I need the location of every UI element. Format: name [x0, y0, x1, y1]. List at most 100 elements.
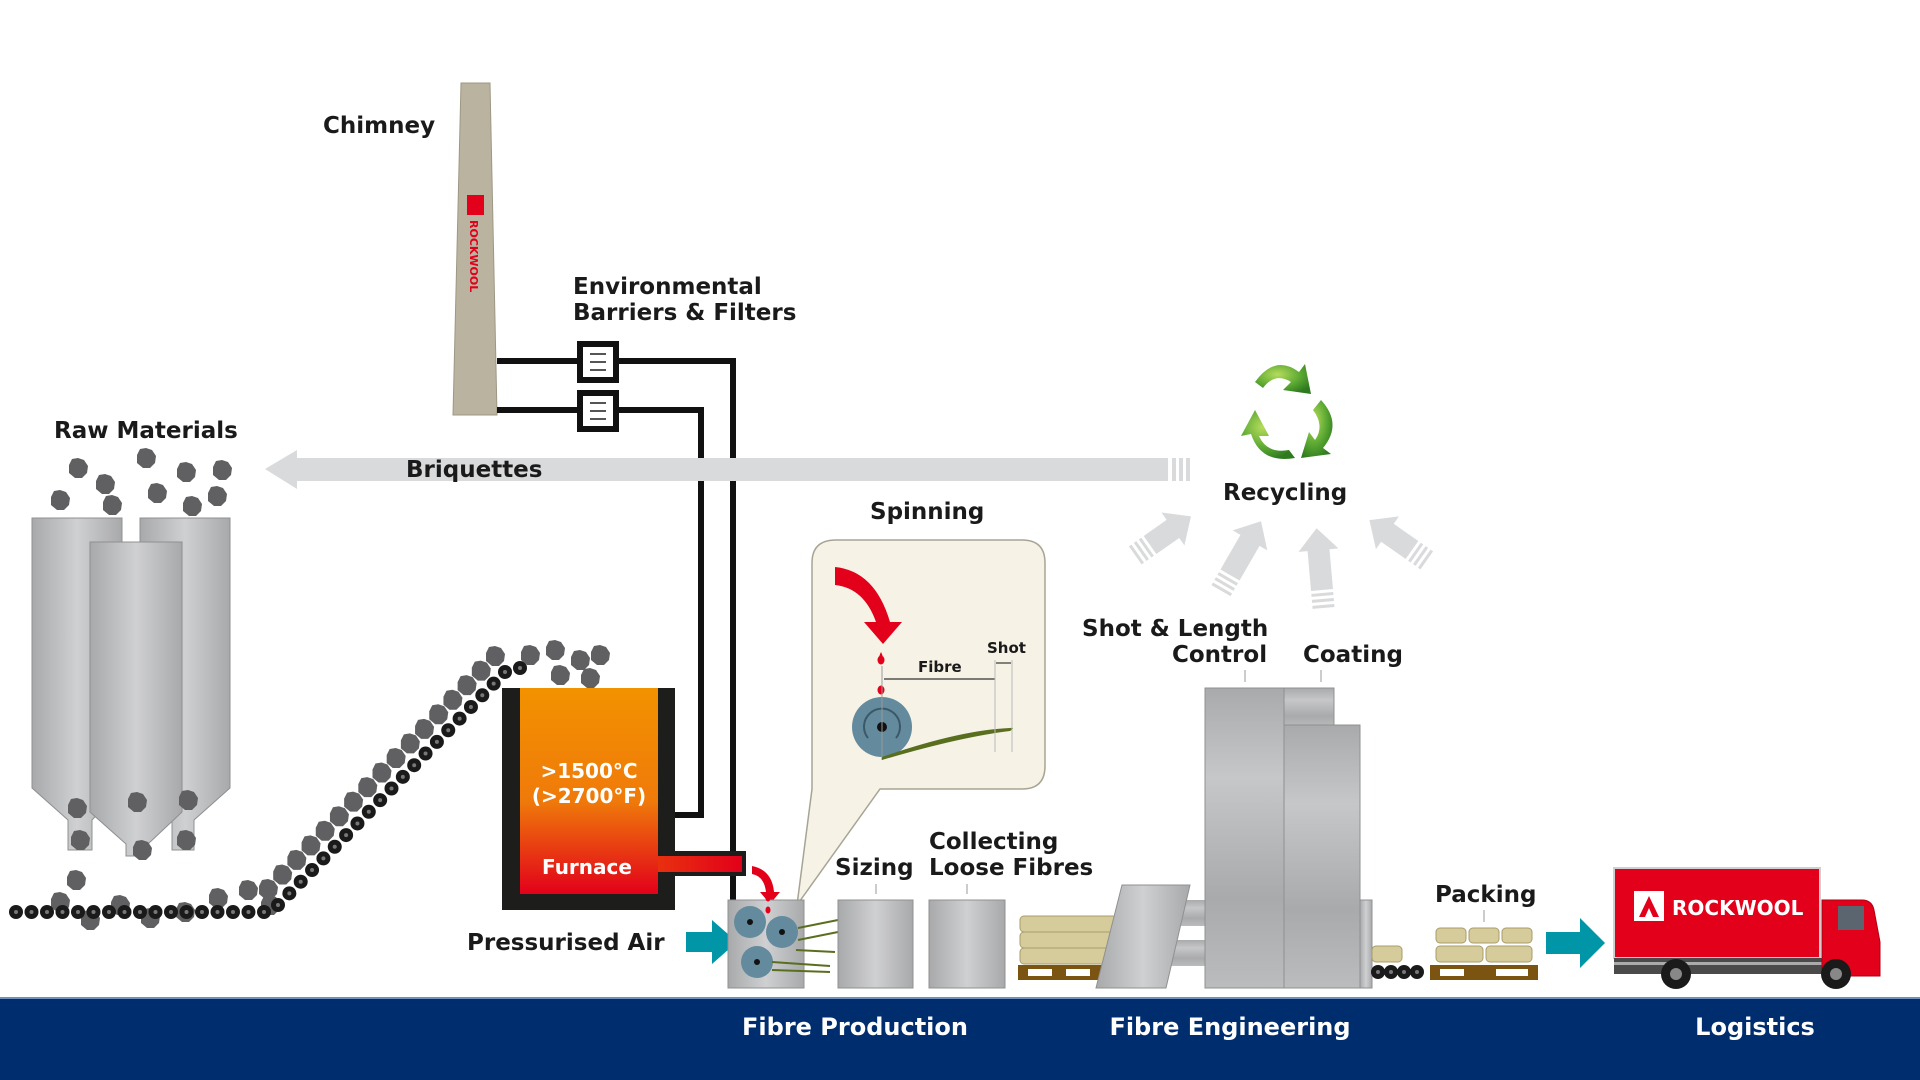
chimney: ROCKWOOL [452, 82, 498, 416]
conveyor-roller [71, 905, 85, 919]
sizing-machine [837, 899, 914, 989]
briquettes-label: Briquettes [406, 457, 542, 483]
conveyor-roller [395, 769, 410, 784]
conveyor-roller [475, 688, 490, 703]
conveyor-roller [133, 905, 147, 919]
conveyor-roller [86, 905, 101, 919]
conveyor-roller [282, 886, 297, 901]
spinner-machine [727, 894, 839, 989]
conveyor-rock [457, 675, 477, 696]
conveyor-roller [498, 665, 512, 679]
chimney-logo-icon [467, 195, 484, 215]
conveyor-rock [546, 640, 565, 660]
coating-label: Coating [1303, 642, 1403, 668]
collecting-label-line1: Collecting [929, 829, 1058, 855]
conveyor-roller [350, 816, 365, 831]
raw-materials-label: Raw Materials [54, 418, 238, 444]
conveyor-rock [386, 747, 406, 768]
conveyor-roller [9, 905, 23, 919]
shot-dimension-label: Shot [987, 639, 1026, 657]
conveyor-roller [210, 905, 225, 919]
conveyor-roller [1384, 965, 1398, 979]
shot-length-label-line1: Shot & Length [1082, 616, 1268, 642]
recycling-return-arrows [1128, 512, 1434, 609]
conveyor-rock [581, 668, 600, 688]
conveyor-rock [551, 665, 570, 685]
conveyor-rock [372, 762, 392, 783]
conveyor-roller [1397, 965, 1411, 979]
conveyor-roller [441, 723, 456, 738]
environmental-label-line1: Environmental [573, 274, 762, 300]
spinning-callout [796, 539, 1046, 906]
conveyor-roller [148, 905, 163, 919]
conveyor-roller [305, 863, 320, 878]
conveyor-rock [571, 650, 590, 670]
conveyor-rock [415, 718, 435, 739]
conveyor-rock [315, 820, 335, 841]
truck-logo-text: ROCKWOOL [1672, 896, 1804, 920]
pressurised-air-label: Pressurised Air [467, 930, 665, 956]
delivery-truck: ROCKWOOL [1613, 867, 1881, 989]
conveyor-roller [463, 699, 478, 714]
pressurised-air-arrow-icon [686, 920, 737, 964]
conveyor-rock [591, 645, 610, 665]
coating-machine [1283, 687, 1373, 989]
logistics-arrow-icon [1546, 918, 1605, 968]
output-rollers [1371, 965, 1424, 979]
conveyor-roller [102, 905, 116, 919]
conveyor-roller [226, 905, 240, 919]
conveyor-rock [400, 733, 420, 754]
briquettes-arrow [265, 450, 1190, 489]
furnace-temp-celsius: >1500°C [540, 759, 637, 783]
recycling-label: Recycling [1223, 480, 1347, 506]
conveyor-roller [55, 905, 70, 919]
conveyor-roller [179, 905, 194, 919]
stage-fibre-engineering: Fibre Engineering [1109, 1013, 1350, 1041]
conveyor-rock [259, 879, 278, 899]
packed-pallet [1430, 927, 1538, 980]
fibre-dimension-label: Fibre [918, 658, 962, 676]
conveyor-rock [429, 704, 449, 725]
conveyor-roller [339, 828, 354, 843]
conveyor-roller [429, 734, 444, 749]
conveyor-rock [486, 646, 505, 666]
conveyor-rock [329, 806, 349, 827]
recycling-icon [1241, 364, 1333, 459]
conveyor-roller [418, 746, 433, 761]
conveyor-roller [271, 898, 285, 912]
stage-band [0, 998, 1920, 1080]
packing-label: Packing [1435, 882, 1536, 908]
conveyor-rock [443, 689, 463, 710]
conveyor-roller [24, 905, 39, 919]
conveyor-roller [257, 905, 271, 919]
conveyor-rock [358, 777, 378, 798]
environmental-label-line2: Barriers & Filters [573, 300, 796, 326]
conveyor-roller [486, 676, 501, 691]
conveyor-roller [384, 781, 399, 796]
collecting-machine [928, 899, 1006, 989]
conveyor-rock [301, 835, 321, 856]
filter-lower [577, 390, 619, 432]
sizing-label: Sizing [835, 855, 914, 881]
conveyor-roller [327, 839, 342, 854]
conveyor-rock [521, 645, 540, 665]
slab-on-rollers [1371, 945, 1403, 963]
conveyor-rock [273, 864, 293, 885]
furnace-temp-fahrenheit: (>2700°F) [532, 784, 646, 808]
furnace-label: Furnace [542, 855, 632, 879]
conveyor-rock [287, 849, 307, 870]
stage-fibre-production: Fibre Production [742, 1013, 968, 1041]
conveyor-roller [241, 905, 256, 919]
conveyor-roller [164, 905, 178, 919]
shot-length-label-line2: Control [1172, 642, 1267, 668]
stage-logistics: Logistics [1695, 1013, 1815, 1041]
conveyor-roller [361, 804, 376, 819]
conveyor-roller [373, 793, 388, 808]
chimney-logo-text: ROCKWOOL [467, 220, 480, 292]
melt-flow-arrow-icon [752, 866, 780, 904]
conveyor-roller [407, 758, 422, 773]
conveyor-roller [293, 874, 308, 889]
conveyor-roller [195, 905, 209, 919]
furnace [502, 688, 746, 910]
